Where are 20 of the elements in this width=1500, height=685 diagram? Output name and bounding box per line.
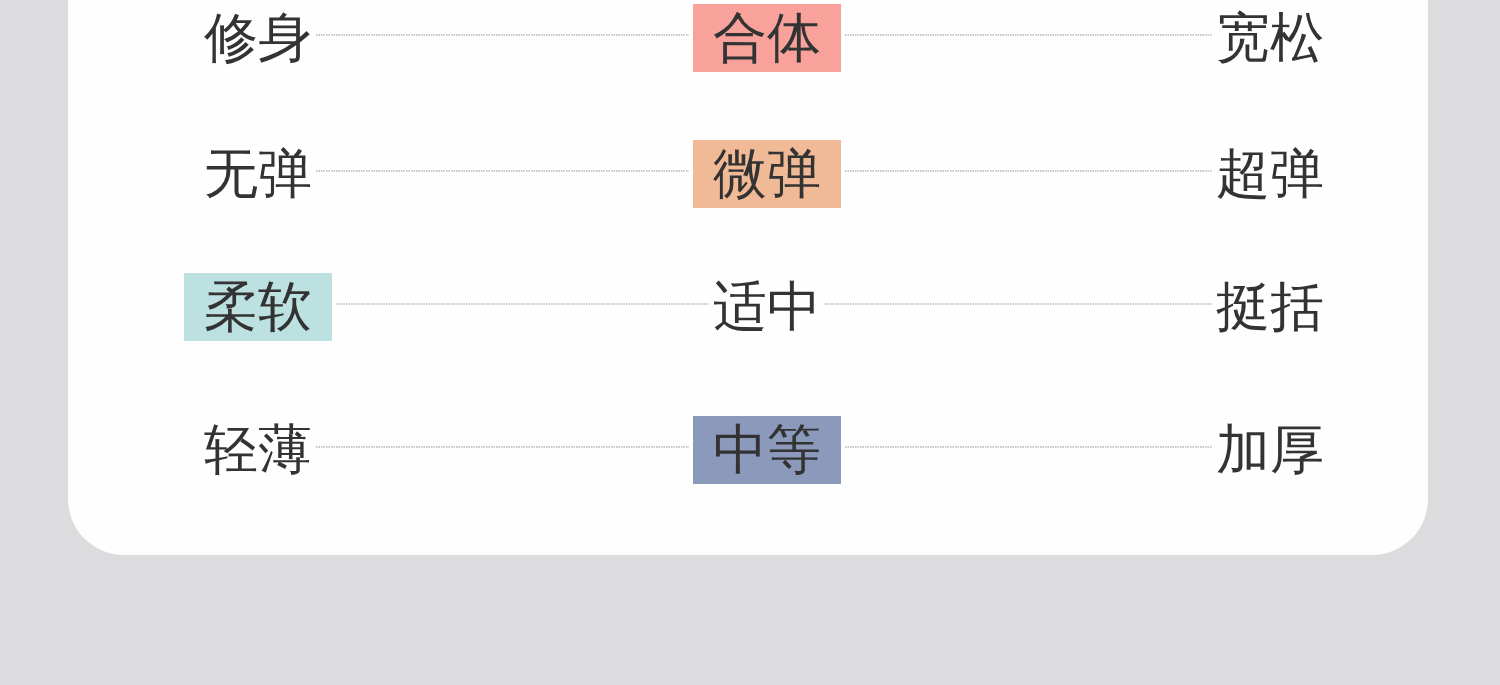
dotted-connector — [824, 303, 1213, 305]
highlighted-tag: 柔软 — [184, 273, 332, 341]
scale-term: 无弹 — [204, 140, 312, 208]
scale-term: 修身 — [204, 4, 312, 72]
scale-term: 加厚 — [1216, 416, 1324, 484]
dotted-connector — [315, 446, 690, 448]
dotted-connector — [335, 303, 710, 305]
dotted-connector — [315, 34, 690, 36]
dotted-connector — [844, 446, 1213, 448]
scale-term: 挺括 — [1216, 273, 1324, 341]
scale-term: 超弹 — [1216, 140, 1324, 208]
highlighted-tag: 合体 — [693, 4, 841, 72]
dotted-connector — [844, 170, 1213, 172]
scale-term: 适中 — [713, 273, 821, 341]
scale-term: 宽松 — [1216, 4, 1324, 72]
highlighted-tag: 微弹 — [693, 140, 841, 208]
highlighted-tag: 中等 — [693, 416, 841, 484]
dotted-connector — [315, 170, 690, 172]
dotted-connector — [844, 34, 1213, 36]
scale-term: 轻薄 — [204, 416, 312, 484]
